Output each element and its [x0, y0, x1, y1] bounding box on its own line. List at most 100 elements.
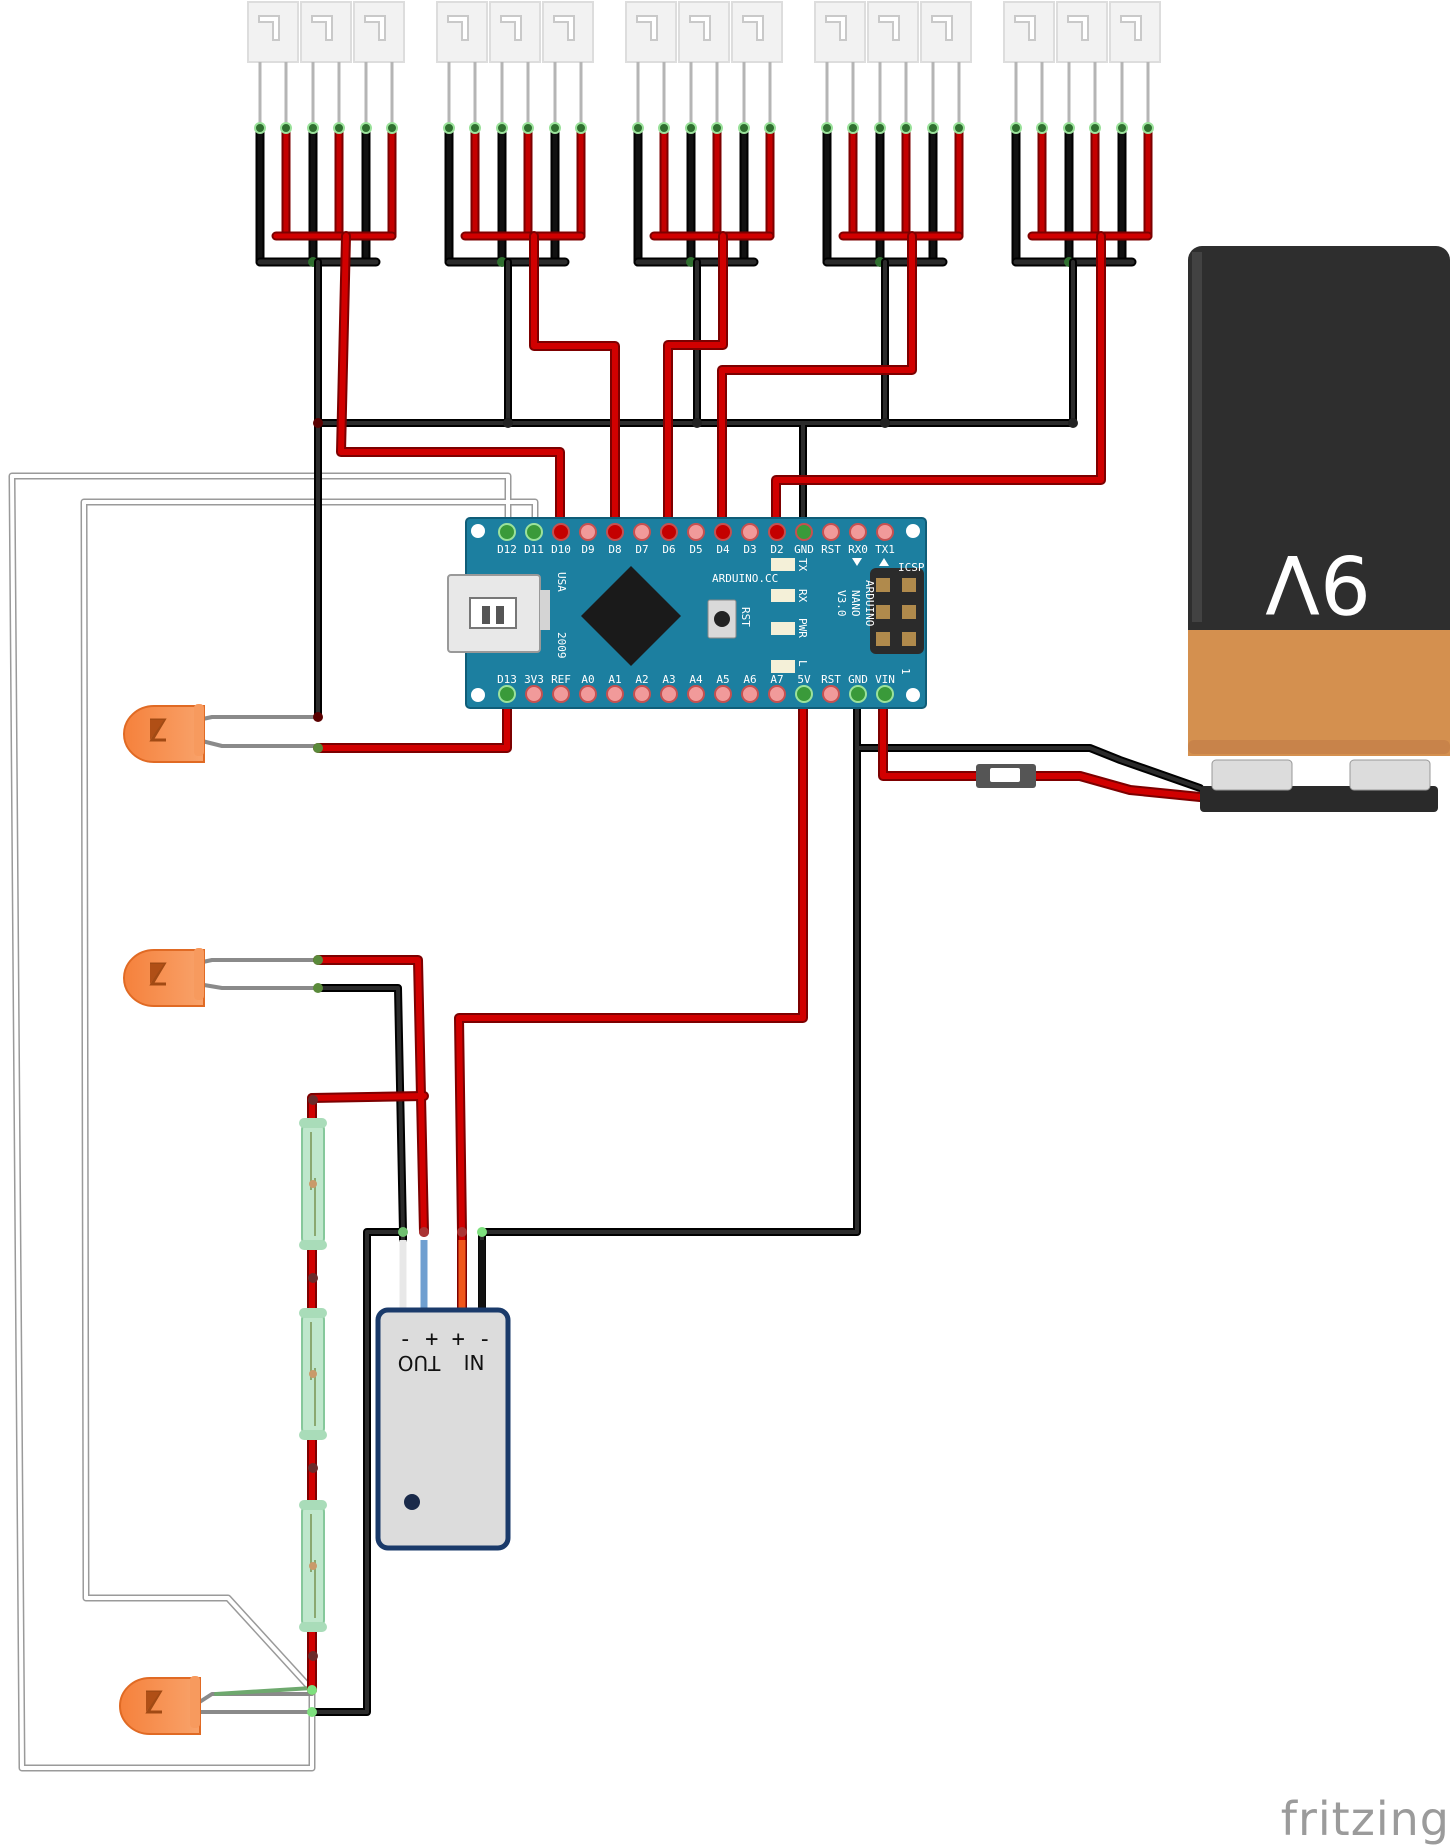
- pin-top-d12: [498, 523, 516, 541]
- pin-bottom-ref: [552, 685, 570, 703]
- pin-top-d9: [579, 523, 597, 541]
- dc-dc-module: - + + - OUT IN: [375, 1240, 511, 1551]
- pin-top-d6: [660, 523, 678, 541]
- board-led-tx: TX: [796, 558, 809, 572]
- microcontroller-chip: [581, 566, 681, 666]
- reed-switch: [299, 1118, 327, 1250]
- led: [119, 1676, 201, 1735]
- ir-receiver: [300, 1, 352, 128]
- pin-label-top: TX1: [875, 543, 895, 556]
- pin-label-top: D5: [689, 543, 702, 556]
- pin-label-top: D12: [497, 543, 517, 556]
- ir-receiver: [1003, 1, 1055, 128]
- board-model-1: ARDUINO: [863, 580, 876, 626]
- battery-cap: [1200, 786, 1438, 812]
- pin-label-bottom: A5: [716, 673, 729, 686]
- pin-label-top: D6: [662, 543, 675, 556]
- board-icsp-pin1: 1: [899, 668, 912, 675]
- pin-top-d2: [768, 523, 786, 541]
- pin-top-rst: [822, 523, 840, 541]
- board-icsp-label: ICSP: [898, 561, 925, 574]
- pin-label-bottom: GND: [848, 673, 868, 686]
- pin-label-top: RST: [821, 543, 841, 556]
- pin-label-bottom: A2: [635, 673, 648, 686]
- module-out-label: OUT: [398, 1351, 441, 1375]
- ir-receiver-array: [247, 1, 1161, 267]
- pin-label-top: D9: [581, 543, 594, 556]
- pin-label-top: D10: [551, 543, 571, 556]
- pin-label-top: D8: [608, 543, 621, 556]
- pin-label-bottom: A3: [662, 673, 675, 686]
- pin-top-d3: [741, 523, 759, 541]
- ir-receiver: [353, 1, 405, 128]
- pin-label-top: D3: [743, 543, 756, 556]
- pin-bottom-a5: [714, 685, 732, 703]
- ir-group: [436, 1, 594, 267]
- pin-bottom-a4: [687, 685, 705, 703]
- pin-top-tx1: [876, 523, 894, 541]
- pin-bottom-a6: [741, 685, 759, 703]
- pin-top-d8: [606, 523, 624, 541]
- pin-label-bottom: A7: [770, 673, 783, 686]
- pin-label-top: D2: [770, 543, 783, 556]
- icsp-header: [870, 568, 924, 654]
- pin-bottom-3v3: [525, 685, 543, 703]
- board-usa: USA: [555, 572, 568, 592]
- reed-switch-chain: [299, 1095, 327, 1661]
- ir-receiver: [920, 1, 972, 128]
- ir-receiver: [625, 1, 677, 128]
- pin-top-d11: [525, 523, 543, 541]
- fritzing-watermark: fritzing: [1280, 1792, 1450, 1846]
- battery-9v: 9V: [1188, 246, 1450, 812]
- pin-label-top: GND: [794, 543, 814, 556]
- ir-group: [814, 1, 972, 267]
- pin-label-bottom: 5V: [797, 673, 811, 686]
- pin-bottom-a2: [633, 685, 651, 703]
- board-brand: ARDUINO.CC: [712, 572, 778, 585]
- board-model-2: NANO: [849, 590, 862, 617]
- ir-receiver: [731, 1, 783, 128]
- ir-receiver: [489, 1, 541, 128]
- ir-receiver: [814, 1, 866, 128]
- pin-top-rx0: [849, 523, 867, 541]
- led: [123, 948, 205, 1007]
- ir-receiver: [247, 1, 299, 128]
- led-group: [119, 704, 205, 1735]
- pin-label-bottom: REF: [551, 673, 571, 686]
- pin-top-d10: [552, 523, 570, 541]
- usb-connector: [447, 574, 550, 653]
- ir-receiver: [436, 1, 488, 128]
- module-signs: - + + -: [399, 1327, 492, 1352]
- pin-label-bottom: VIN: [875, 673, 895, 686]
- ir-group: [247, 1, 405, 267]
- pin-label-bottom: A4: [689, 673, 703, 686]
- junction-dots: [307, 418, 1078, 1717]
- pin-label-top: RX0: [848, 543, 868, 556]
- board-year: 2009: [555, 632, 568, 659]
- pin-bottom-rst: [822, 685, 840, 703]
- reed-switch: [299, 1308, 327, 1440]
- gray-wires: [8, 472, 539, 1772]
- pin-top-d4: [714, 523, 732, 541]
- pin-label-bottom: 3V3: [524, 673, 544, 686]
- board-model-3: V3.0: [835, 590, 848, 617]
- board-rst-label: RST: [739, 607, 752, 627]
- pin-bottom-vin: [876, 685, 894, 703]
- pin-label-bottom: D13: [497, 673, 517, 686]
- pin-bottom-a1: [606, 685, 624, 703]
- board-led-l: L: [796, 660, 809, 667]
- ir-receiver: [1056, 1, 1108, 128]
- pin-bottom-a7: [768, 685, 786, 703]
- ir-group: [625, 1, 783, 267]
- pin-label-top: D4: [716, 543, 730, 556]
- board-led-pwr: PWR: [796, 618, 809, 638]
- ir-group: [1003, 1, 1161, 267]
- module-wire-ends: [398, 1227, 487, 1237]
- pin-label-bottom: A1: [608, 673, 621, 686]
- slide-switch[interactable]: [976, 764, 1036, 788]
- pin-label-bottom: RST: [821, 673, 841, 686]
- pin-top-gnd: [795, 523, 813, 541]
